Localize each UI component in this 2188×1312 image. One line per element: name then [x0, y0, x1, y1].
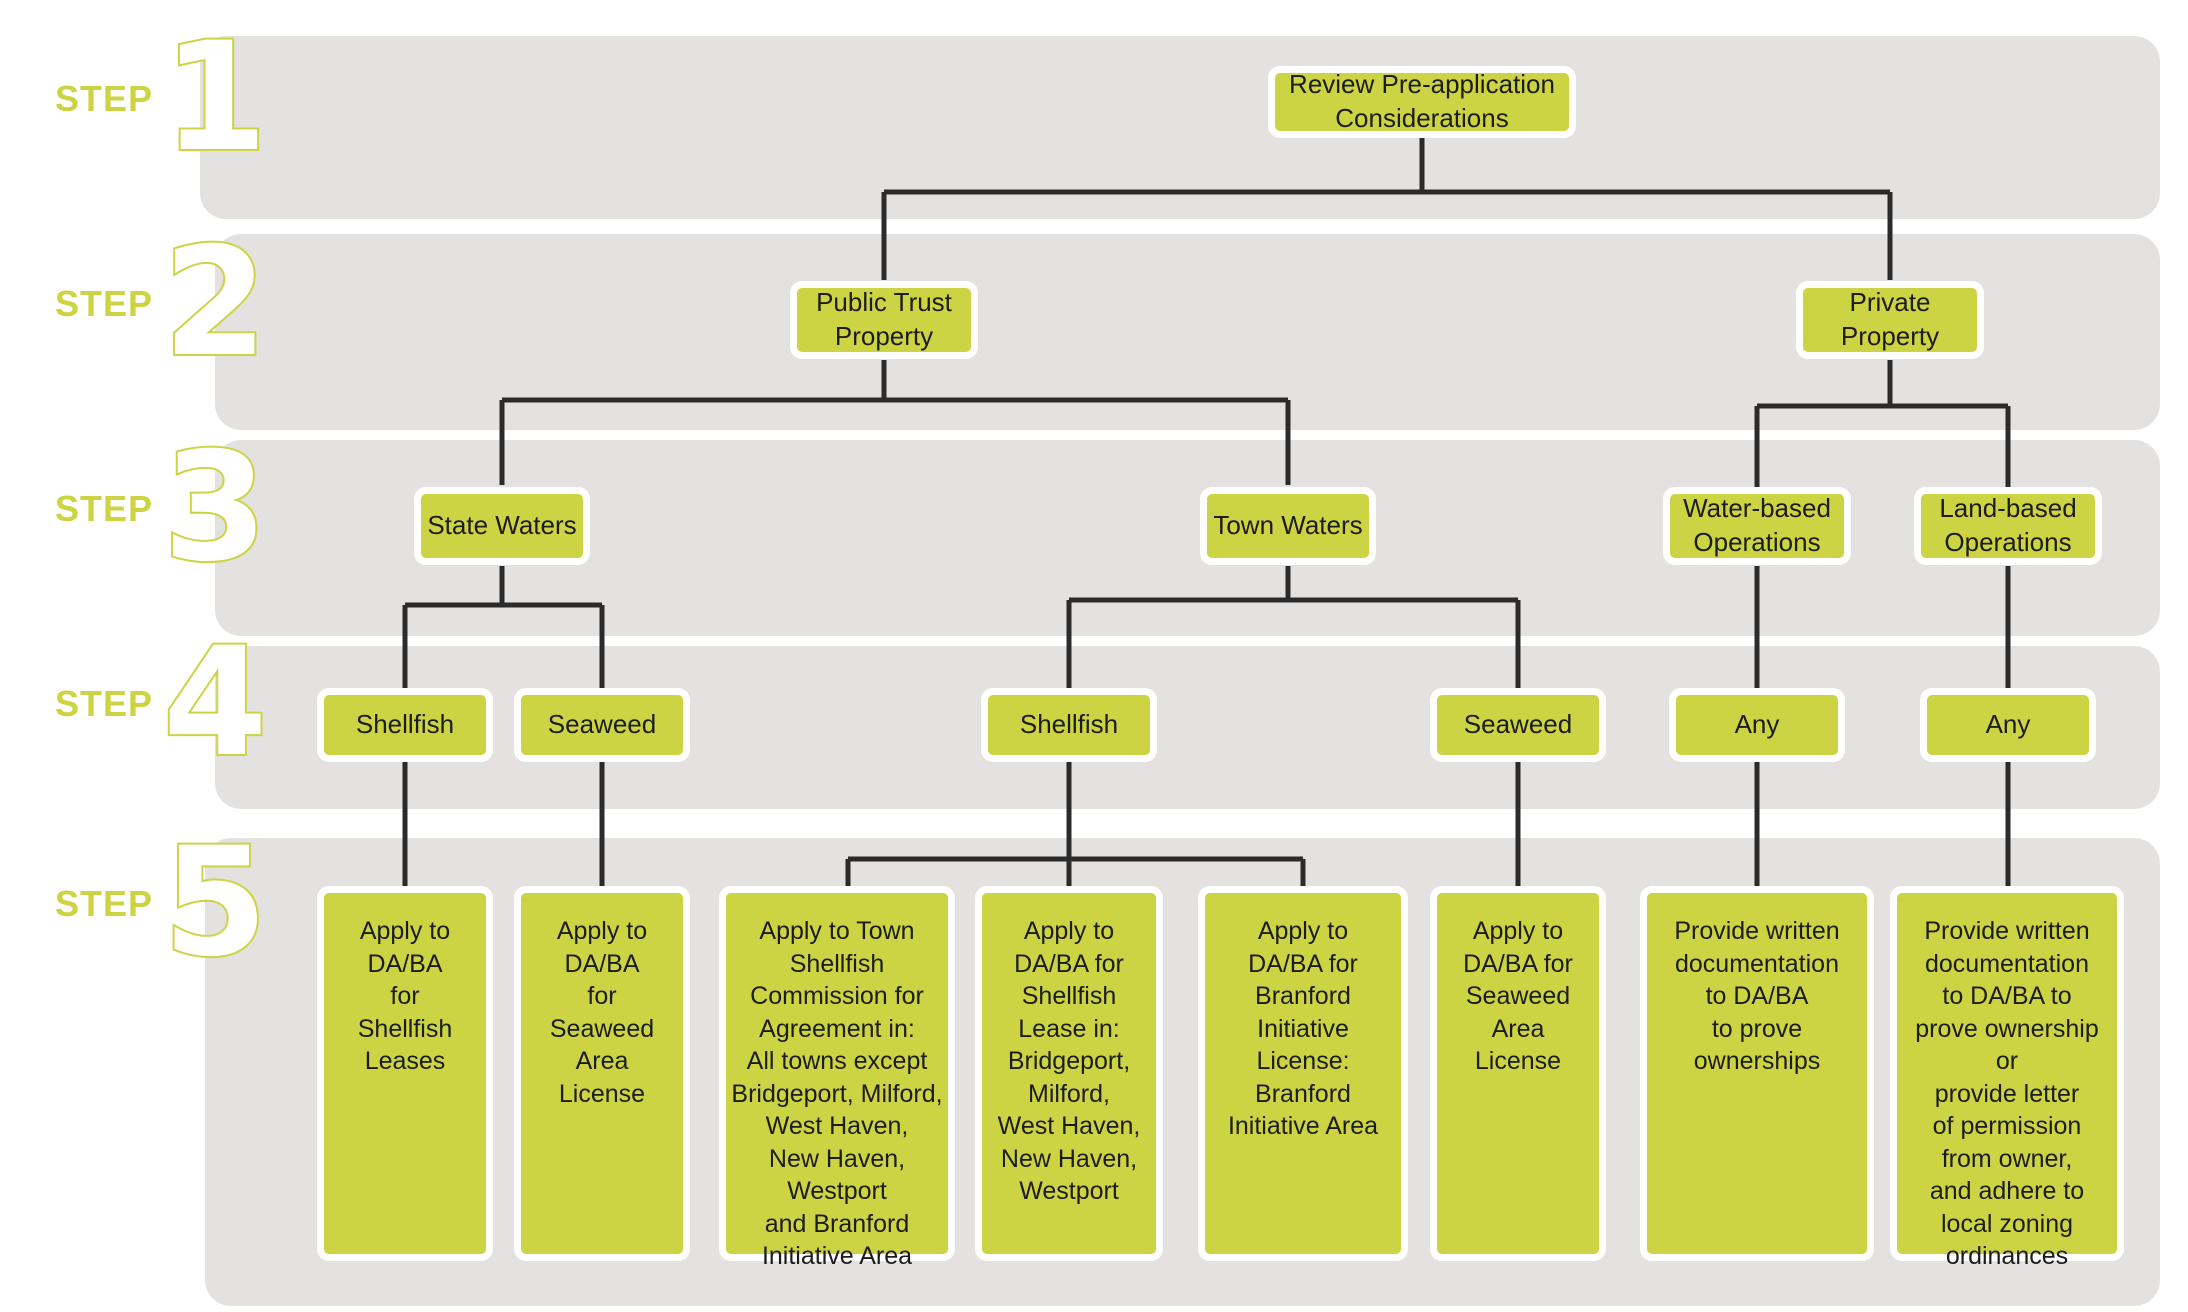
node-apply-shellfish-leases[interactable]: Apply to DA/BA for Shellfish Leases [317, 886, 493, 1261]
node-apply-branford-initiative-license[interactable]: Apply to DA/BA for Branford Initiative L… [1198, 886, 1408, 1261]
step-band-1 [200, 36, 2160, 219]
node-label: Apply to Town Shellfish Commission for A… [731, 917, 943, 1270]
node-label: Review Pre-application Considerations [1289, 69, 1555, 133]
node-water-based-any[interactable]: Any [1669, 688, 1845, 762]
node-label: Seaweed [1463, 709, 1573, 740]
node-label: Town Waters [1213, 510, 1363, 541]
node-label: Apply to DA/BA for Branford Initiative L… [1227, 917, 1379, 1140]
node-label: Provide written documentation to DA/BA t… [1915, 917, 2099, 1270]
node-provide-documentation-land-based[interactable]: Provide written documentation to DA/BA t… [1890, 886, 2124, 1270]
node-label: Provide written documentation to DA/BA t… [1674, 917, 1840, 1075]
node-label: Land-based Operations [1939, 493, 2077, 557]
node-label: Apply to DA/BA for Shellfish Lease in: B… [997, 917, 1141, 1205]
node-apply-shellfish-lease-towns[interactable]: Apply to DA/BA for Shellfish Lease in: B… [975, 886, 1163, 1261]
node-state-seaweed[interactable]: Seaweed [514, 688, 690, 762]
node-label: Shellfish [1019, 709, 1119, 740]
node-town-seaweed[interactable]: Seaweed [1430, 688, 1606, 762]
node-review-preapplication[interactable]: Review Pre-application Considerations [1268, 66, 1576, 138]
node-label: Apply to DA/BA for Shellfish Leases [357, 917, 453, 1075]
node-label: Any [1985, 709, 2031, 740]
node-label: Apply to DA/BA for Seaweed Area License [1463, 917, 1573, 1075]
node-label: Shellfish [355, 709, 455, 740]
node-apply-seaweed-area-license-state[interactable]: Apply to DA/BA for Seaweed Area License [514, 886, 690, 1261]
node-state-shellfish[interactable]: Shellfish [317, 688, 493, 762]
node-land-based-operations[interactable]: Land-based Operations [1914, 487, 2102, 565]
node-apply-town-shellfish-commission[interactable]: Apply to Town Shellfish Commission for A… [719, 886, 955, 1270]
node-apply-seaweed-area-license-town[interactable]: Apply to DA/BA for Seaweed Area License [1430, 886, 1606, 1261]
node-label: State Waters [427, 510, 577, 541]
node-private-property[interactable]: Private Property [1796, 281, 1984, 359]
node-water-based-operations[interactable]: Water-based Operations [1663, 487, 1851, 565]
node-town-waters[interactable]: Town Waters [1200, 487, 1376, 565]
node-label: Seaweed [547, 709, 657, 740]
node-public-trust-property[interactable]: Public Trust Property [790, 281, 978, 359]
node-label: Apply to DA/BA for Seaweed Area License [549, 917, 655, 1108]
node-label: Public Trust Property [816, 287, 952, 351]
node-label: Water-based Operations [1683, 493, 1831, 557]
node-provide-documentation-water-based[interactable]: Provide written documentation to DA/BA t… [1640, 886, 1874, 1261]
node-town-shellfish[interactable]: Shellfish [981, 688, 1157, 762]
node-label: Private Property [1840, 287, 1940, 351]
node-land-based-any[interactable]: Any [1920, 688, 2096, 762]
node-label: Any [1734, 709, 1780, 740]
node-state-waters[interactable]: State Waters [414, 487, 590, 565]
